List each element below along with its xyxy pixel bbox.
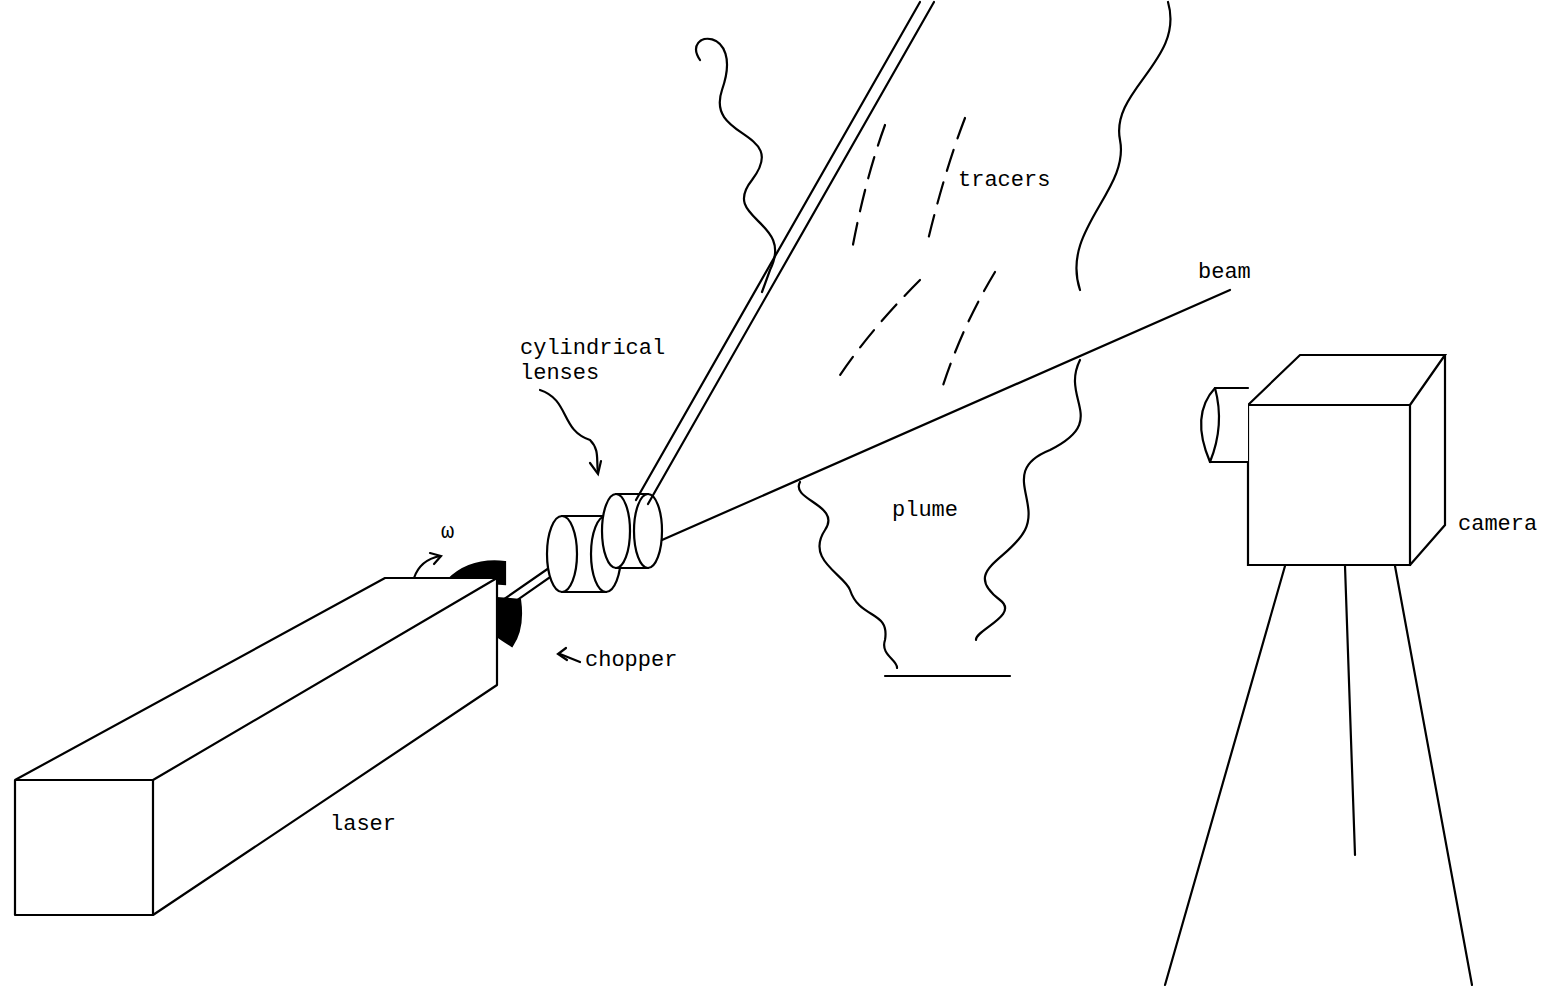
plume-label: plume xyxy=(892,498,958,523)
rotation-arrow xyxy=(414,556,440,578)
tracers-label: tracers xyxy=(958,168,1050,193)
leader-arrowhead xyxy=(590,461,601,474)
source-base xyxy=(885,675,1010,677)
beam-label: beam xyxy=(1198,260,1251,285)
camera-body xyxy=(1248,355,1445,565)
plume-boundary xyxy=(696,39,775,292)
light-sheet xyxy=(648,2,934,504)
chopper-label: chopper xyxy=(585,648,677,673)
plume-boundary xyxy=(799,482,897,668)
cylindrical-lens xyxy=(547,516,577,592)
tracer-streak xyxy=(940,272,995,395)
leader-arrowhead xyxy=(558,648,567,660)
laser-outline xyxy=(0,560,520,930)
laser-housing: laser xyxy=(0,560,520,930)
leader-line xyxy=(540,390,598,472)
rotation-arrow xyxy=(430,553,441,564)
camera-lens xyxy=(1201,388,1248,462)
plume-boundary xyxy=(976,360,1081,640)
laser-prism xyxy=(15,578,497,915)
camera-label: camera xyxy=(1458,512,1537,537)
camera-lens xyxy=(1210,388,1219,462)
rotation-symbol: ω xyxy=(441,520,454,545)
tracer-streak xyxy=(838,280,920,378)
tripod-leg xyxy=(1165,566,1285,985)
tracer-streak xyxy=(852,125,885,250)
beam-line xyxy=(662,290,1230,540)
plume-boundary xyxy=(1076,2,1170,290)
tripod-leg xyxy=(1345,566,1355,855)
light-sheet xyxy=(636,2,920,500)
laser-label: laser xyxy=(330,812,396,837)
tripod-leg xyxy=(1395,566,1472,985)
lens-label: cylindrical lenses xyxy=(520,336,670,387)
cylindrical-lens xyxy=(634,494,662,568)
cylindrical-lens xyxy=(602,494,630,568)
